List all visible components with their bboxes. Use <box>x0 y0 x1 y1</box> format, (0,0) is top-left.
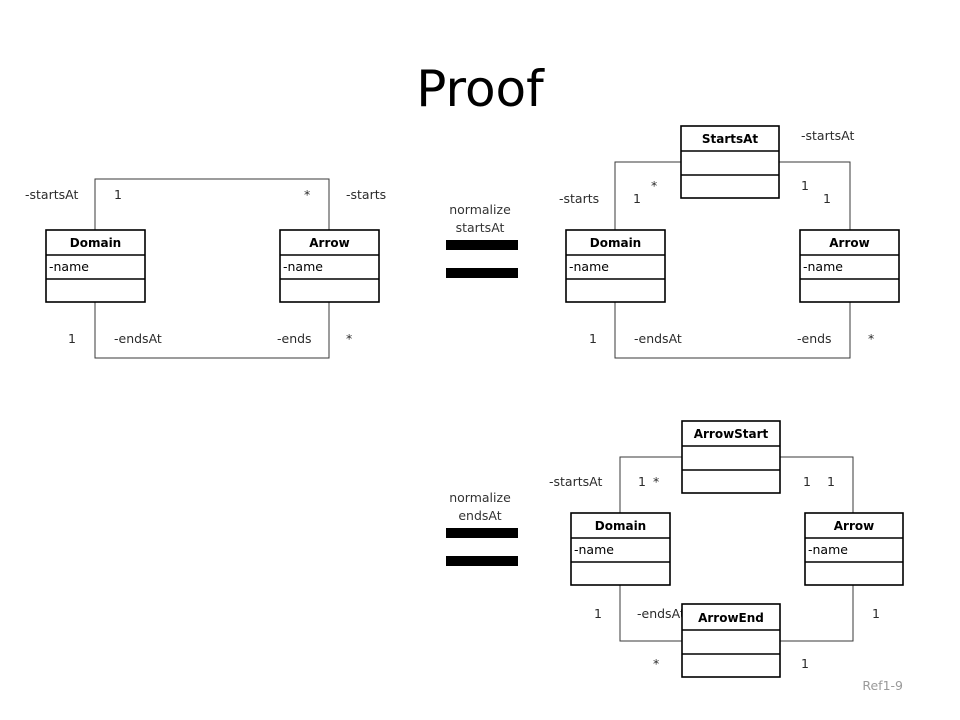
class-box-arrow[interactable]: Arrow -name <box>804 512 904 586</box>
class-box-arrow[interactable]: Arrow -name <box>279 229 380 303</box>
equals-bar <box>446 268 518 278</box>
class-attribute: -name <box>49 259 89 274</box>
step-label: normalize <box>449 490 511 505</box>
role-startsAt: -startsAt <box>801 128 854 143</box>
equals-bar <box>446 528 518 538</box>
multiplicity-label: 1 <box>803 474 811 489</box>
right-top-diagram: -startsAt -starts 1 * 1 1 1 -endsAt -end… <box>559 125 900 359</box>
role-startsAt: -startsAt <box>25 187 78 202</box>
multiplicity-label: * <box>304 187 310 202</box>
class-name: ArrowEnd <box>698 611 764 625</box>
class-attribute: -name <box>569 259 609 274</box>
role-ends: -ends <box>797 331 832 346</box>
class-attribute: -name <box>574 542 614 557</box>
class-box-arrowstart[interactable]: ArrowStart <box>681 420 781 494</box>
role-endsAt: -endsAt <box>637 606 685 621</box>
class-name: Arrow <box>309 236 349 250</box>
multiplicity-label: * <box>868 331 874 346</box>
multiplicity-label: 1 <box>68 331 76 346</box>
role-ends: -ends <box>277 331 312 346</box>
multiplicity-label: 1 <box>633 191 641 206</box>
class-name: Domain <box>590 236 641 250</box>
step-label: startsAt <box>456 220 505 235</box>
multiplicity-label: 1 <box>114 187 122 202</box>
class-name: Arrow <box>834 519 874 533</box>
step-label: normalize <box>449 202 511 217</box>
equals-sign-endsAt: normalize endsAt <box>446 490 518 566</box>
equals-bar <box>446 240 518 250</box>
equals-bar <box>446 556 518 566</box>
class-attribute: -name <box>808 542 848 557</box>
step-label: endsAt <box>458 508 501 523</box>
left-diagram: -startsAt 1 * -starts 1 -endsAt -ends * … <box>25 178 386 359</box>
multiplicity-label: * <box>653 656 659 671</box>
right-bottom-diagram: -startsAt 1 * 1 1 1 -endsAt 1 * 1 ArrowS… <box>549 420 904 678</box>
association-line <box>614 302 851 359</box>
class-box-arrowend[interactable]: ArrowEnd <box>681 603 781 678</box>
class-box-startsAt[interactable]: StartsAt <box>680 125 780 199</box>
class-box-domain[interactable]: Domain -name <box>45 229 146 303</box>
multiplicity-label: * <box>653 474 659 489</box>
multiplicity-label: 1 <box>594 606 602 621</box>
equals-sign-startsAt: normalize startsAt <box>446 202 518 278</box>
multiplicity-label: 1 <box>823 191 831 206</box>
role-endsAt: -endsAt <box>634 331 682 346</box>
class-box-domain[interactable]: Domain -name <box>565 229 666 303</box>
role-endsAt: -endsAt <box>114 331 162 346</box>
multiplicity-label: 1 <box>589 331 597 346</box>
multiplicity-label: 1 <box>638 474 646 489</box>
role-starts: -starts <box>559 191 599 206</box>
class-attribute: -name <box>283 259 323 274</box>
slide-footer-ref: Ref1-9 <box>862 678 903 693</box>
class-attribute: -name <box>803 259 843 274</box>
class-box-arrow[interactable]: Arrow -name <box>799 229 900 303</box>
class-name: StartsAt <box>702 132 759 146</box>
multiplicity-label: * <box>346 331 352 346</box>
role-startsAt: -startsAt <box>549 474 602 489</box>
class-name: ArrowStart <box>694 427 769 441</box>
role-starts: -starts <box>346 187 386 202</box>
multiplicity-label: 1 <box>801 656 809 671</box>
slide-title: Proof <box>416 60 544 118</box>
class-name: Domain <box>595 519 646 533</box>
class-name: Domain <box>70 236 121 250</box>
multiplicity-label: * <box>651 178 657 193</box>
class-box-domain[interactable]: Domain -name <box>570 512 671 586</box>
multiplicity-label: 1 <box>827 474 835 489</box>
class-name: Arrow <box>829 236 869 250</box>
multiplicity-label: 1 <box>801 178 809 193</box>
multiplicity-label: 1 <box>872 606 880 621</box>
